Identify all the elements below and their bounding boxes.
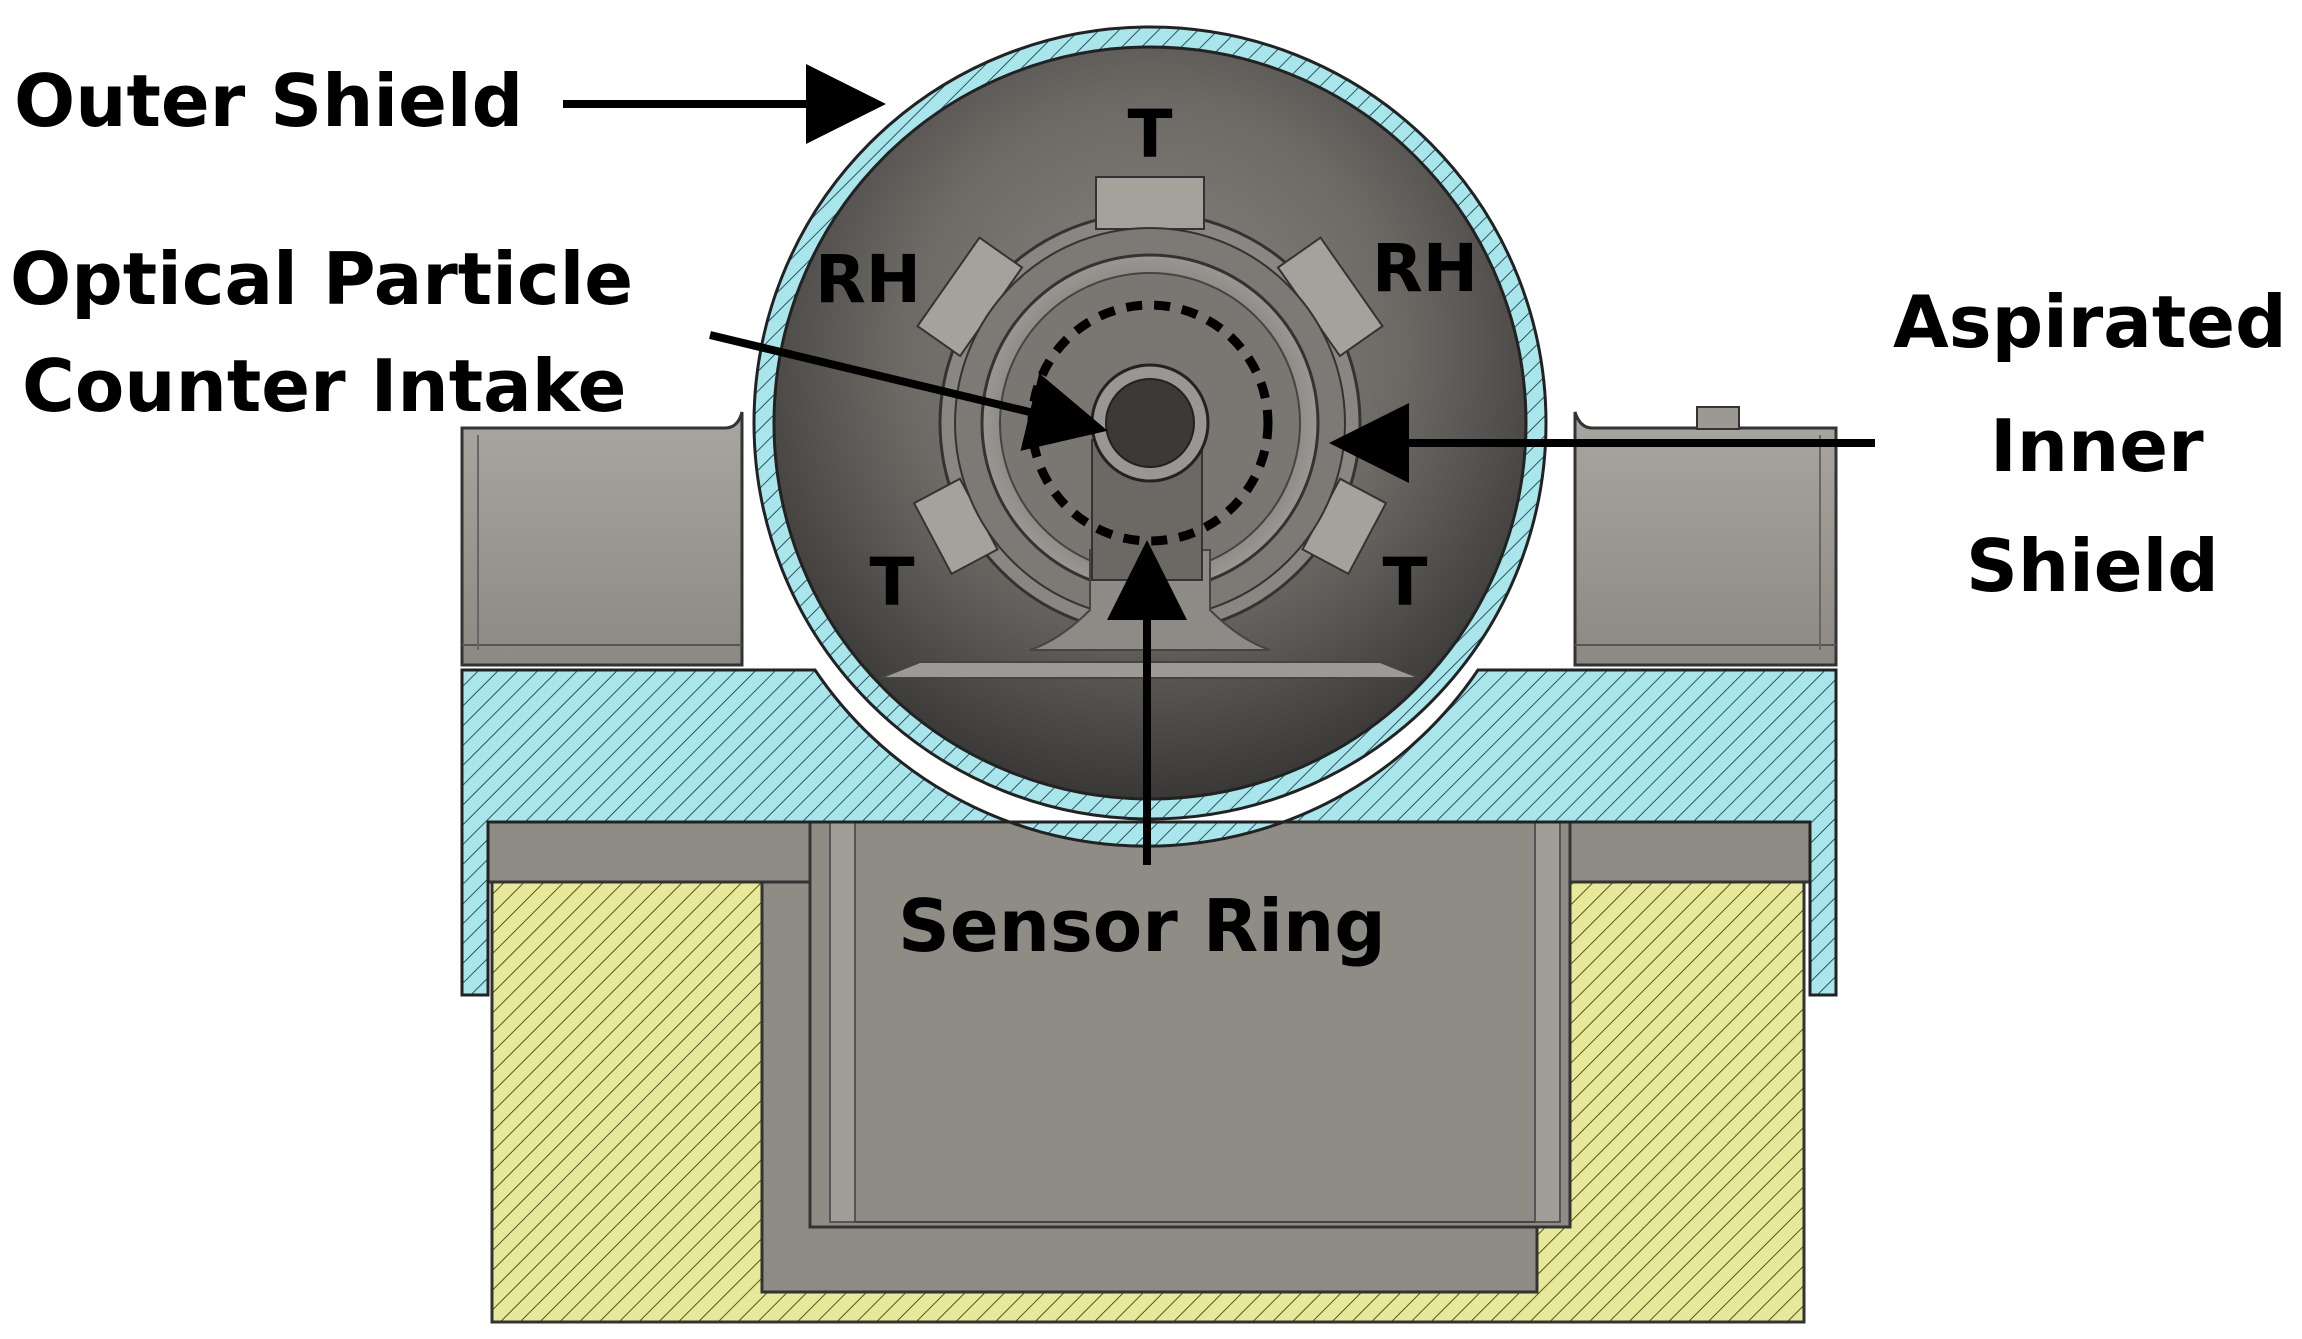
- port-label-lower-right: T: [1382, 544, 1427, 621]
- label-opc-line1: Optical Particle: [10, 237, 634, 321]
- port-label-top: T: [1127, 96, 1172, 173]
- port-label-upper-left: RH: [815, 241, 921, 318]
- port-label-lower-left: T: [869, 544, 914, 621]
- label-opc-line2: Counter Intake: [22, 344, 627, 428]
- label-outer-shield: Outer Shield: [14, 59, 524, 143]
- callout-arrows: [563, 64, 1875, 865]
- label-sensor-ring: Sensor Ring: [898, 884, 1386, 968]
- label-aspirated-line1: Aspirated: [1893, 280, 2287, 364]
- side-wings: [460, 406, 1838, 667]
- label-aspirated-line2: Inner: [1990, 404, 2204, 488]
- arrow-opc-intake: [709, 331, 1108, 451]
- port-label-upper-right: RH: [1372, 230, 1478, 307]
- inner-assembly: [879, 176, 1421, 679]
- label-aspirated-line3: Shield: [1966, 524, 2219, 608]
